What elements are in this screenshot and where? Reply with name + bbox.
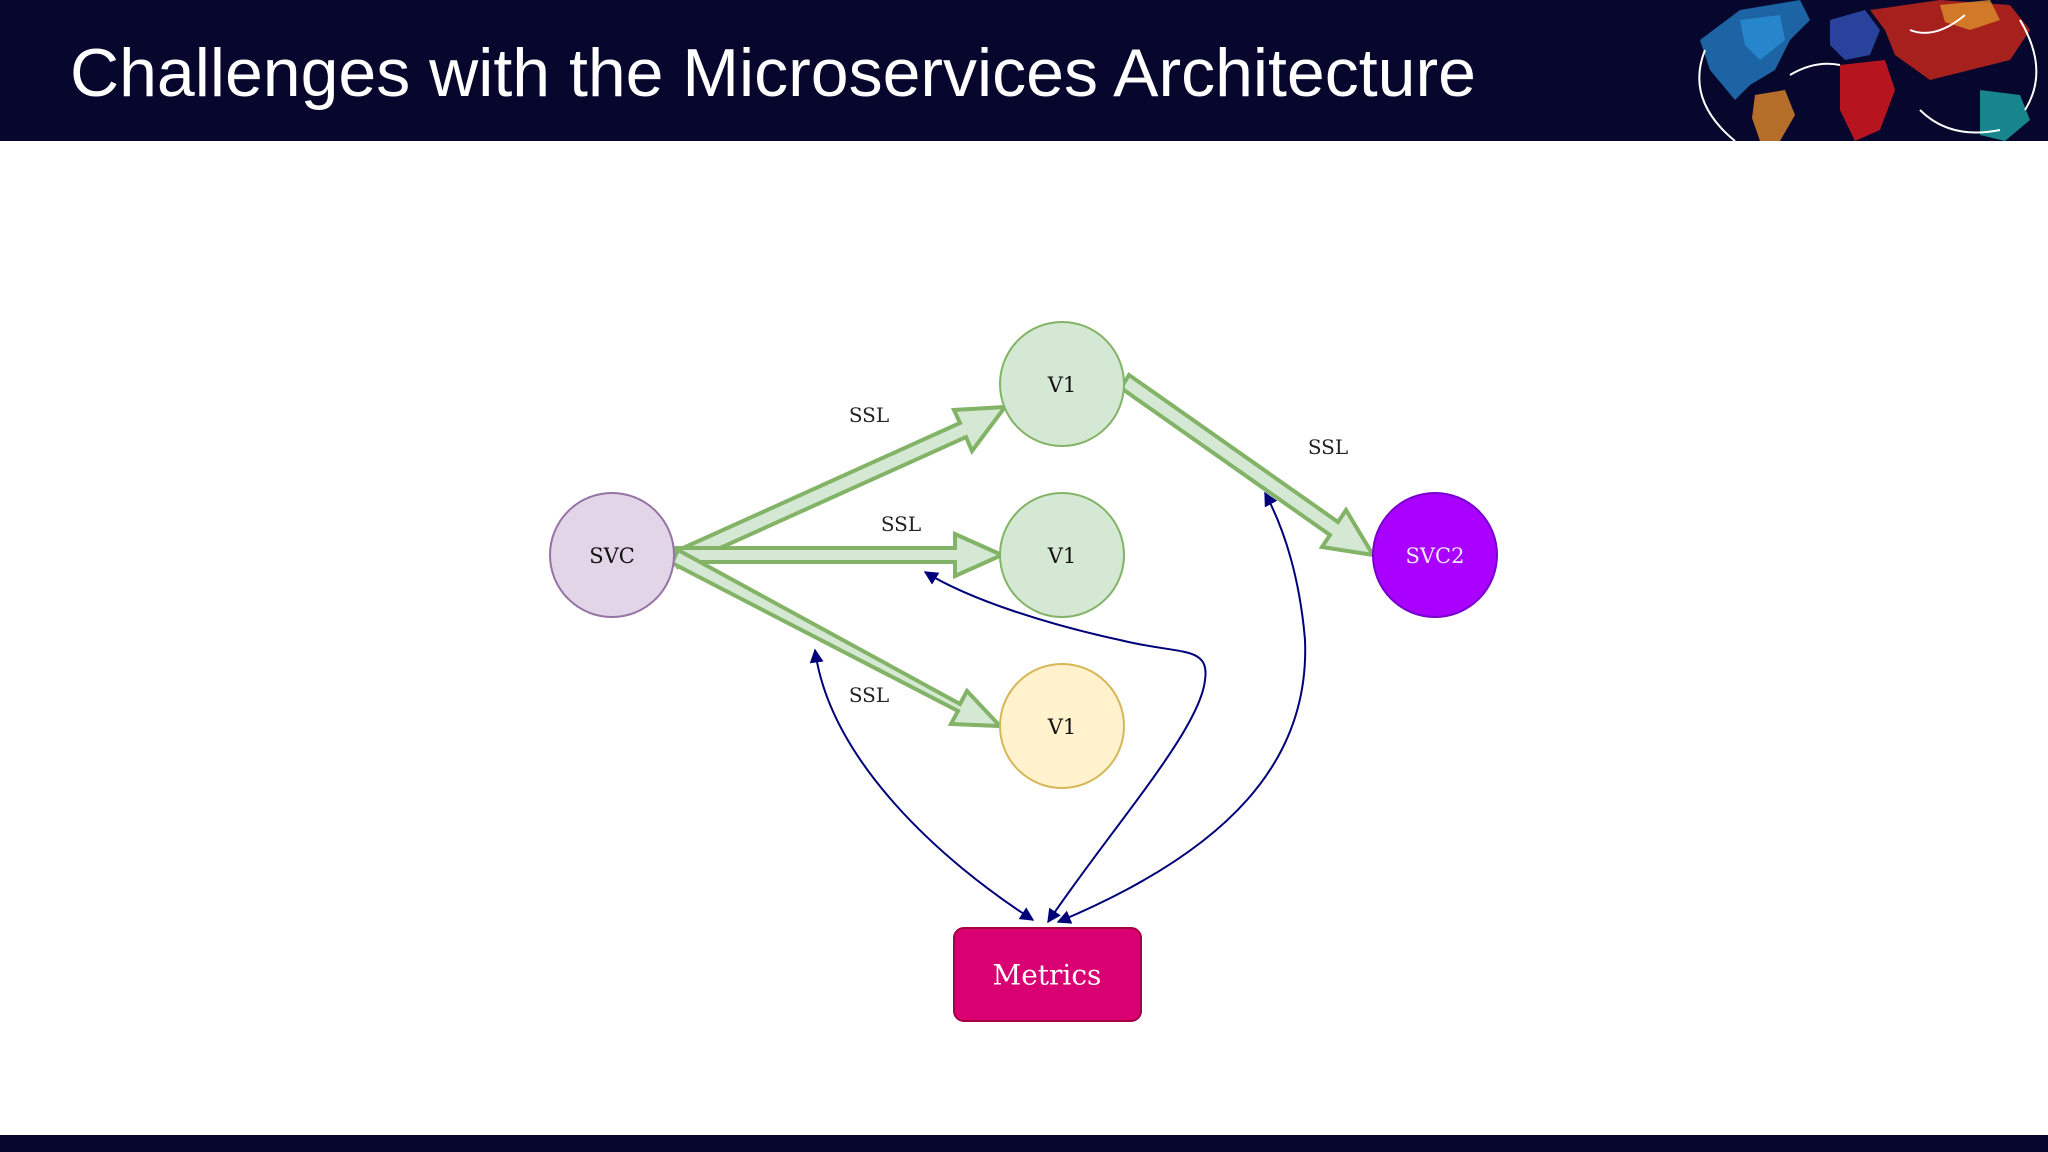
ssl-arrow-svc-to-v1-top: [669, 404, 1010, 570]
node-metrics: Metrics: [953, 927, 1142, 1022]
node-svc2: SVC2: [1372, 492, 1498, 618]
ssl-arrow-svc-to-v1-bottom: [669, 547, 1005, 729]
metrics-link-svc2-edge: [1056, 491, 1307, 924]
ssl-arrow-svc-to-v1-middle: [673, 530, 1007, 580]
slide-footer-bar: [0, 1135, 2048, 1152]
node-metrics-label: Metrics: [993, 959, 1102, 992]
slide-title: Challenges with the Microservices Archit…: [70, 35, 1476, 111]
slide-header: Challenges with the Microservices Archit…: [0, 0, 2048, 141]
node-v1-top-label: V1: [1047, 373, 1077, 397]
edge-label-svc-v1-middle: SSL: [881, 512, 921, 536]
node-svc: SVC: [549, 492, 675, 618]
node-v1-middle: V1: [999, 492, 1125, 618]
edge-label-v1-svc2: SSL: [1308, 435, 1348, 459]
service-mesh-diagram: SSL SSL SSL SSL SVC V1 V1 V1 SVC2 Metric…: [549, 321, 1498, 1022]
node-v1-middle-label: V1: [1047, 544, 1077, 568]
edge-label-svc-v1-top: SSL: [849, 403, 889, 427]
ssl-arrow-v1-to-svc2: [1118, 372, 1377, 558]
world-map-graphic: [1698, 0, 2038, 141]
node-v1-bottom-label: V1: [1047, 715, 1077, 739]
node-svc2-label: SVC2: [1406, 544, 1465, 568]
node-v1-top: V1: [999, 321, 1125, 447]
node-v1-bottom: V1: [999, 663, 1125, 789]
edge-label-svc-v1-bottom: SSL: [849, 683, 889, 707]
node-svc-label: SVC: [589, 544, 635, 568]
